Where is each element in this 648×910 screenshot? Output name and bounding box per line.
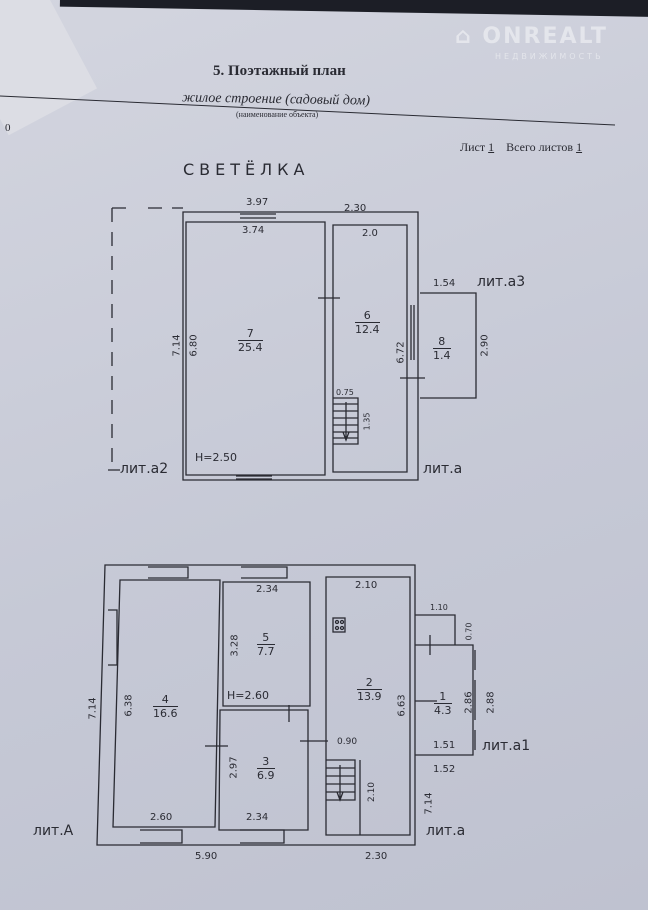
lit-label: лит.а3 xyxy=(477,274,526,290)
dim-label: 2.10 xyxy=(355,580,378,591)
lit-label: лит.а xyxy=(423,461,463,477)
sheet-label: Лист xyxy=(460,140,486,154)
room-number: 4 xyxy=(153,693,178,707)
sheet-number: 1 xyxy=(488,140,495,154)
dim-label: 2.90 xyxy=(479,334,491,357)
room-number: 3 xyxy=(257,755,275,769)
room-area: 16.6 xyxy=(153,707,178,720)
object-caption: (наименование объекта) xyxy=(236,110,319,119)
dim-label: 1.54 xyxy=(433,278,456,289)
ceiling-height: H=2.60 xyxy=(227,689,269,702)
dim-label: 1.52 xyxy=(433,764,456,775)
dim-label: 6.80 xyxy=(188,334,200,357)
dim-label: 2.0 xyxy=(362,228,378,239)
dim-label: 2.10 xyxy=(367,781,378,803)
watermark-brand: ONREALT xyxy=(482,24,608,49)
dim-label: 0.70 xyxy=(464,622,474,641)
dim-label: 5.90 xyxy=(195,851,218,862)
lit-label: лит.а2 xyxy=(120,461,169,477)
lit-label: лит.а xyxy=(426,823,466,839)
dim-label: 3.74 xyxy=(242,225,265,236)
ground-floor-walls xyxy=(96,564,476,846)
lit-label: лит.а1 xyxy=(482,738,531,754)
dim-label: 1.51 xyxy=(433,740,456,751)
dim-label: 1.35 xyxy=(362,412,372,431)
dim-label: 7.14 xyxy=(423,792,435,815)
dim-label: 2.60 xyxy=(150,812,173,823)
room-number: 8 xyxy=(433,335,451,349)
watermark-logo: ⌂ ONREALT xyxy=(455,24,608,49)
room-area: 7.7 xyxy=(257,645,275,658)
dim-label: 2.88 xyxy=(485,691,497,714)
room-number: 7 xyxy=(238,327,263,341)
dim-label: 2.86 xyxy=(463,691,475,714)
room-number: 5 xyxy=(257,631,275,645)
total-label: Всего листов xyxy=(506,140,574,154)
dim-label: 3.28 xyxy=(229,634,241,657)
floor-title: СВЕТЁЛКА xyxy=(183,160,310,179)
dim-label: 6.38 xyxy=(123,694,135,717)
dim-label: 7.14 xyxy=(171,334,183,357)
sheet-info: Лист 1 Всего листов 1 xyxy=(460,140,582,155)
watermark-sub: НЕДВИЖИМОСТЬ xyxy=(495,52,604,61)
upper-floor-walls xyxy=(108,207,477,481)
room-area: 1.4 xyxy=(433,349,451,362)
dim-label: 7.14 xyxy=(87,697,99,720)
dim-label: 2.34 xyxy=(246,812,269,823)
dim-label: 6.72 xyxy=(395,341,407,364)
room-area: 13.9 xyxy=(357,690,382,703)
room-area: 12.4 xyxy=(355,323,380,336)
dim-label: 2.30 xyxy=(365,851,388,862)
margin-mark: 0 xyxy=(5,122,11,134)
room-area: 4.3 xyxy=(434,704,452,717)
dim-label: 2.34 xyxy=(256,584,279,595)
room-area: 25.4 xyxy=(238,341,263,354)
room-number: 2 xyxy=(357,676,382,690)
ceiling-height: H=2.50 xyxy=(195,451,237,464)
dim-label: 6.63 xyxy=(396,694,408,717)
room-number: 6 xyxy=(355,309,380,323)
total-number: 1 xyxy=(576,140,583,154)
room-number: 1 xyxy=(434,690,452,704)
dim-label: 2.97 xyxy=(228,756,240,779)
page-title: 5. Поэтажный план xyxy=(213,63,346,79)
dim-label: 1.10 xyxy=(430,603,448,612)
dim-label: 0.75 xyxy=(336,388,354,397)
dim-label: 0.90 xyxy=(337,737,358,747)
room-area: 6.9 xyxy=(257,769,275,782)
dim-label: 2.30 xyxy=(344,203,367,214)
dim-label: 3.97 xyxy=(246,197,269,208)
lit-label: лит.А xyxy=(33,823,74,839)
